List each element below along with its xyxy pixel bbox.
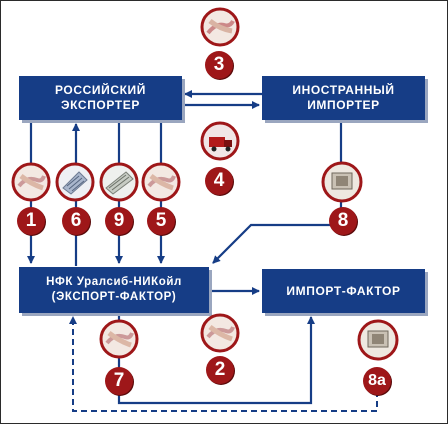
step-7-badge: 7 xyxy=(105,367,133,395)
payment-icon xyxy=(321,161,363,203)
russian-exporter-line-1: РОССИЙСКИЙ xyxy=(54,83,146,97)
import-factor-label: ИМПОРТ-ФАКТОР xyxy=(286,283,401,298)
truck-icon xyxy=(200,121,240,161)
handshake-icon xyxy=(200,313,240,353)
foreign-importer-line-2: ИМПОРТЕР xyxy=(307,98,380,112)
step-3-badge: 3 xyxy=(205,51,233,79)
handshake-icon xyxy=(11,162,51,202)
handshake-icon xyxy=(99,319,139,359)
factor-company-line-2: (ЭКСПОРТ-ФАКТОР) xyxy=(51,291,177,303)
step-8-badge: 8 xyxy=(329,207,357,235)
step-8a-badge: 8a xyxy=(363,367,391,395)
step-5-badge: 5 xyxy=(147,207,175,235)
russian-exporter-box: РОССИЙСКИЙ ЭКСПОРТЕР xyxy=(19,76,182,120)
foreign-importer-line-1: ИНОСТРАННЫЙ xyxy=(292,83,395,97)
documents-icon xyxy=(55,162,95,202)
factor-company-line-1: НФК Уралсиб-НИКойл xyxy=(46,276,182,288)
russian-exporter-line-2: ЭКСПОРТЕР xyxy=(61,98,140,112)
import-factor-box: ИМПОРТ-ФАКТОР xyxy=(262,269,425,313)
handshake-icon xyxy=(141,162,181,202)
arrow-step-8a xyxy=(69,316,378,412)
money-icon xyxy=(99,162,139,202)
step-9-badge: 9 xyxy=(105,207,133,235)
step-6-badge: 6 xyxy=(62,207,90,235)
foreign-importer-box: ИНОСТРАННЫЙ ИМПОРТЕР xyxy=(262,76,425,120)
payment-icon xyxy=(357,319,399,361)
step-1-badge: 1 xyxy=(17,207,45,235)
factor-company-box: НФК Уралсиб-НИКойл (ЭКСПОРТ-ФАКТОР) xyxy=(19,267,209,313)
step-2-badge: 2 xyxy=(206,356,234,384)
handshake-icon xyxy=(200,7,240,47)
step-4-badge: 4 xyxy=(205,167,233,195)
